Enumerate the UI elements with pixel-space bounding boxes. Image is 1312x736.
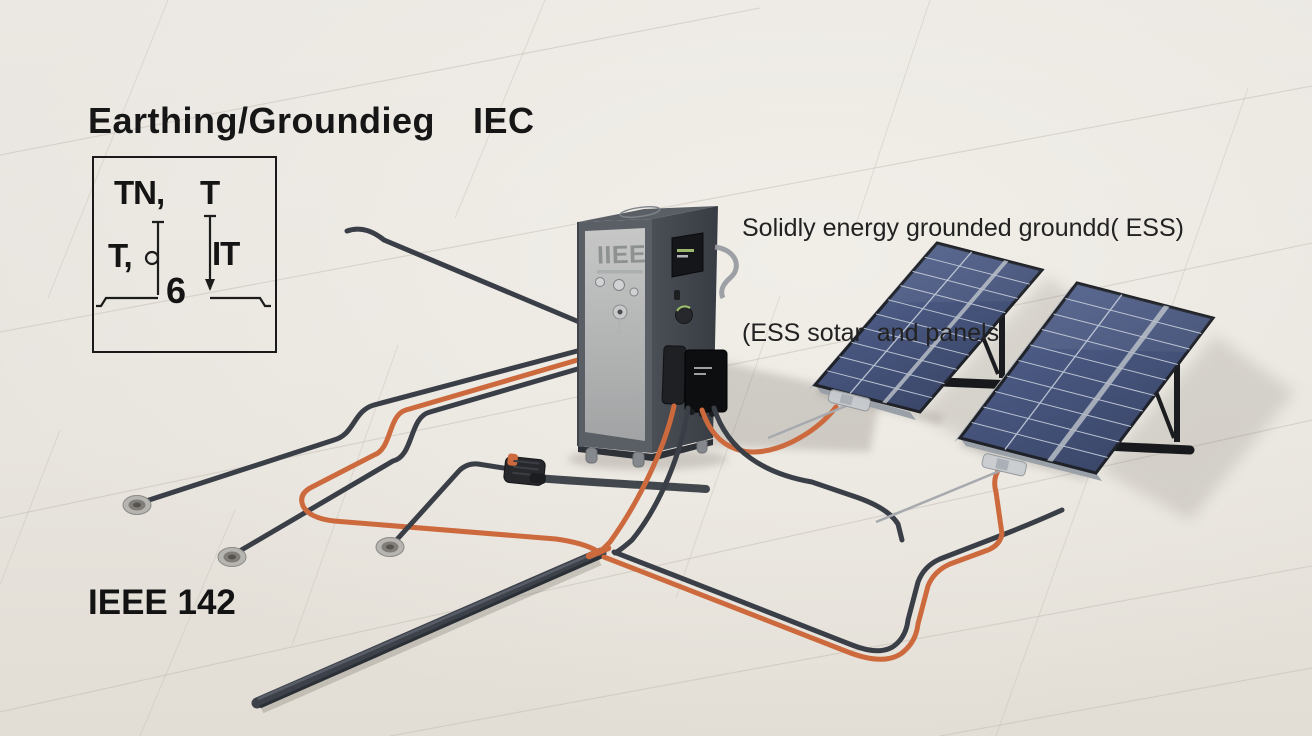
label-it: IT [212,235,240,272]
ground-electrode [217,547,247,567]
earthing-symbols [96,214,271,308]
inline-connector [503,453,547,486]
grounding-cables [143,347,600,555]
title-standard: IEC [473,100,535,141]
caption-line2: (ESS sotar and panels [742,319,1000,347]
cabinet-lock [612,304,628,335]
ess-cabinet: IIEE [577,206,718,468]
page-title: Earthing/Groundieg IEC [88,100,535,142]
down-arrow-icon [205,279,215,291]
orange-ground-cable [299,356,600,554]
ground-electrodes [122,495,405,567]
floor-duct [532,474,710,493]
cabinet-port [674,290,680,300]
solar-panel-2 [954,283,1213,481]
cabinet-knobs [595,277,639,297]
standards-diagram-box: TN, T T, IT 6 [92,156,277,353]
cabinet-top-logo [619,206,661,218]
caption-line1: Solidly energy grounded groundd( ESS) [742,214,1184,242]
cabinet-display [671,232,704,278]
standard-label-ieee: IEEE 142 [88,583,236,622]
conduit-hose [714,244,739,300]
loop-cable-orange [601,465,1005,662]
ground-electrode [122,495,152,515]
caption-text: Solidly energy grounded groundd( ESS) (E… [742,141,1184,386]
cabinet-dial [675,305,693,324]
grounding-busbar [251,547,607,709]
electrode-cable-c [389,461,513,548]
feeder-cable [344,226,587,327]
label-tt: T [200,174,220,211]
pe-wires [767,404,1003,524]
cabinet-brand-label: IIEE [597,240,647,269]
panel1-connector [827,389,871,412]
label-number: 6 [166,270,187,311]
panel2-connector [981,453,1027,477]
ground-electrode [375,537,405,557]
label-tn: TN, [114,174,165,211]
title-main: Earthing/Groundieg [88,100,435,141]
loop-cable-dark [611,507,1065,654]
label-t2: T, [108,237,133,274]
cabinet-subtext-bar [597,270,643,274]
